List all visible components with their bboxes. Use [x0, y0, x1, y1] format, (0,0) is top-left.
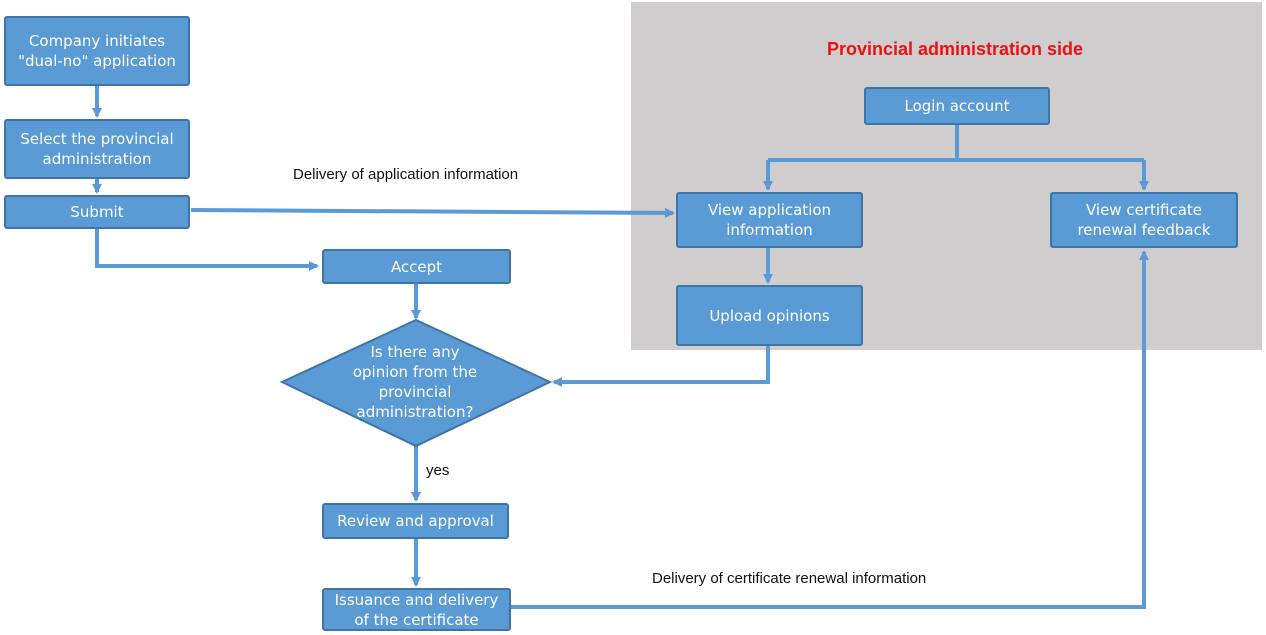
delivery-certificate-label: Delivery of certificate renewal informat… — [652, 570, 927, 587]
panel-title: Provincial administration side — [826, 39, 1084, 59]
view-application-label: View application information — [707, 201, 832, 239]
edge-issuance-to-feedback — [511, 250, 1149, 609]
issuance-delivery-label: Issuance and delivery of the certificate — [334, 590, 499, 629]
delivery-application-label: Delivery of application information — [293, 166, 519, 183]
submit-node: Submit — [4, 195, 190, 229]
edge-upload-to-decision — [552, 346, 770, 387]
upload-opinions-label: Upload opinions — [709, 306, 830, 325]
accept-label: Accept — [390, 257, 443, 276]
yes-label: yes — [426, 462, 450, 479]
upload-opinions-node: Upload opinions — [676, 285, 863, 346]
view-feedback-node: View certificate renewal feedback — [1050, 192, 1238, 248]
edge-submit-to-accept — [95, 229, 319, 271]
login-account-label: Login account — [904, 97, 1010, 115]
company-initiates-node: Company initiates "dual-no" application — [4, 16, 190, 86]
edge-submit-to-view-application — [190, 207, 675, 218]
view-feedback-label: View certificate renewal feedback — [1077, 201, 1211, 239]
select-provincial-node: Select the provincial administration — [4, 119, 190, 179]
review-approval-label: Review and approval — [337, 512, 494, 530]
review-approval-node: Review and approval — [322, 503, 509, 539]
submit-label: Submit — [70, 203, 124, 221]
company-initiates-label: Company initiates "dual-no" application — [18, 32, 176, 70]
decision-label: Is there any opinion from the provincial… — [352, 343, 478, 421]
view-application-node: View application information — [676, 192, 863, 248]
decision-diamond — [279, 318, 553, 448]
issuance-delivery-node: Issuance and delivery of the certificate — [322, 588, 511, 631]
accept-node: Accept — [322, 249, 511, 284]
login-account-node: Login account — [864, 87, 1050, 125]
select-provincial-label: Select the provincial administration — [20, 130, 174, 168]
